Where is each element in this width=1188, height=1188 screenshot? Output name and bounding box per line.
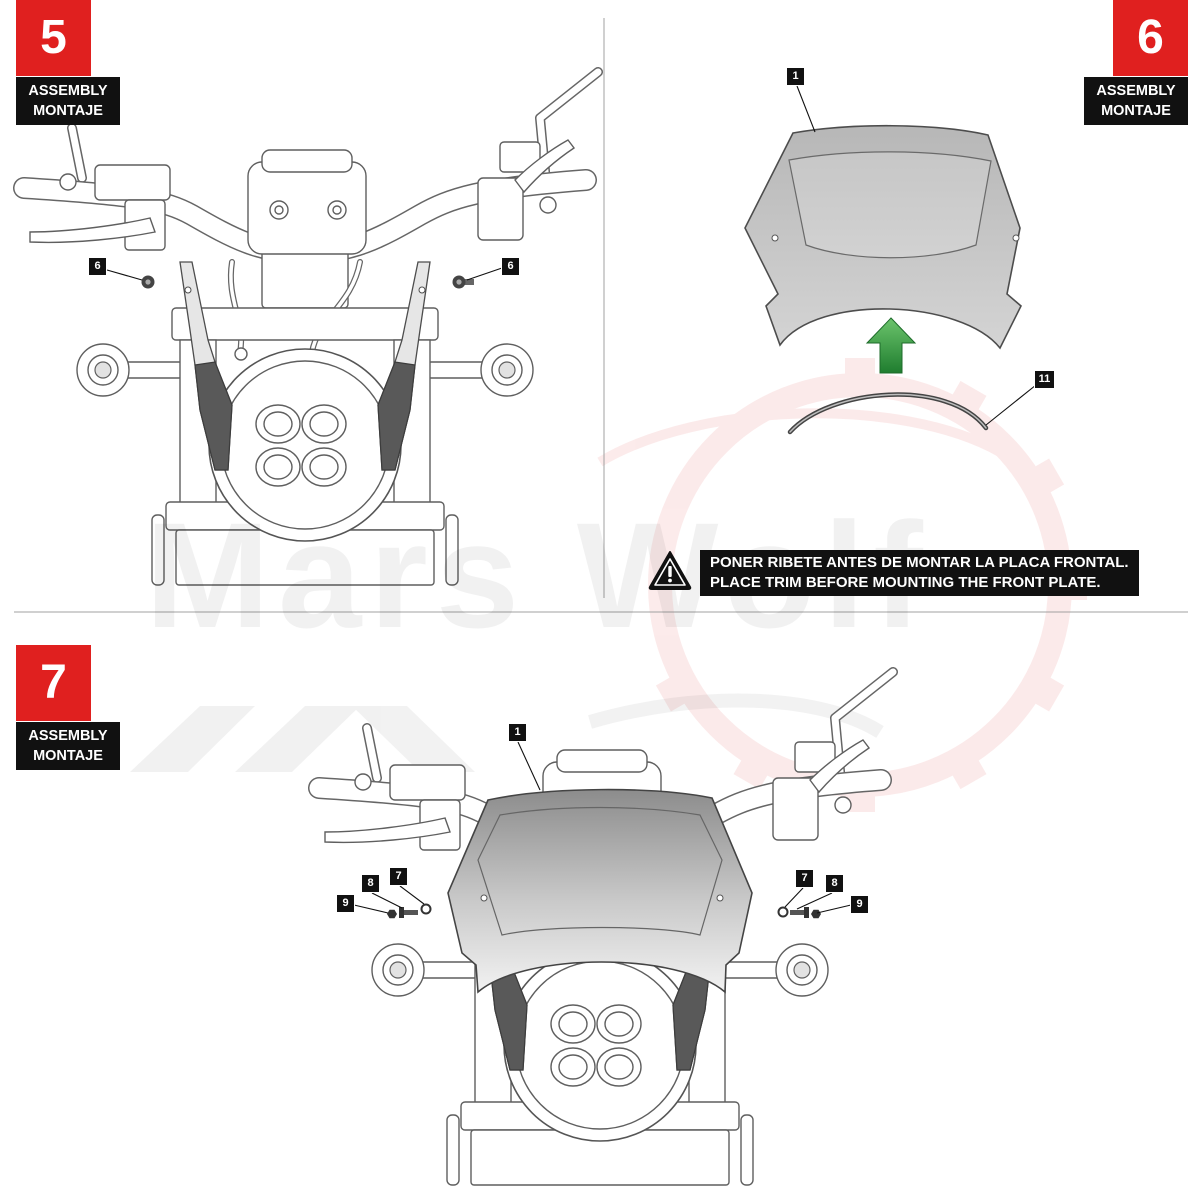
step7-hardware-left xyxy=(387,903,432,919)
callout-step7-right-nut: 9 xyxy=(851,896,868,913)
step5-leaders xyxy=(106,267,503,281)
step-7-number: 7 xyxy=(16,645,91,721)
callout-step7-left-washer: 7 xyxy=(390,868,407,885)
callout-step7-left-nut: 9 xyxy=(337,895,354,912)
step-7-label-en: ASSEMBLY xyxy=(28,728,108,744)
side-brackets xyxy=(179,261,431,471)
step-7-label: ASSEMBLY MONTAJE xyxy=(16,722,120,770)
step7-leaders xyxy=(353,741,852,914)
callout-step6-trim: 11 xyxy=(1035,371,1054,388)
callout-step5-part-left: 6 xyxy=(89,258,106,275)
step6-leaders xyxy=(796,85,1037,426)
step5-motorcycle-front xyxy=(13,67,603,586)
upper-fork-clamp xyxy=(171,307,439,341)
callout-step7-right-screw: 8 xyxy=(826,875,843,892)
headlight xyxy=(208,347,402,542)
turn-signals xyxy=(76,343,534,397)
warning-text-en: PLACE TRIM BEFORE MOUNTING THE FRONT PLA… xyxy=(710,574,1101,591)
callout-step7-right-washer: 7 xyxy=(796,870,813,887)
green-up-arrow xyxy=(865,317,917,374)
warning-text-es: PONER RIBETE ANTES DE MONTAR LA PLACA FR… xyxy=(710,554,1129,571)
callout-step7-left-screw: 8 xyxy=(362,875,379,892)
step-5-label: ASSEMBLY MONTAJE xyxy=(16,77,120,125)
warning-icon xyxy=(648,551,692,590)
step-6-number: 6 xyxy=(1113,0,1188,76)
callout-step7-windshield: 1 xyxy=(509,724,526,741)
step-6-label: ASSEMBLY MONTAJE xyxy=(1084,77,1188,125)
step-7-label-es: MONTAJE xyxy=(33,748,103,764)
step7-windshield xyxy=(447,788,753,994)
dashboard xyxy=(247,149,367,309)
callout-step5-part-right: 6 xyxy=(502,258,519,275)
step6-windshield xyxy=(744,124,1022,350)
callout-step6-windshield: 1 xyxy=(787,68,804,85)
right-hand-controls xyxy=(477,139,576,241)
step5-nut-right xyxy=(452,275,474,289)
warning-note: PONER RIBETE ANTES DE MONTAR LA PLACA FR… xyxy=(700,550,1139,596)
step5-nut-left xyxy=(141,275,155,289)
step-5-number: 5 xyxy=(16,0,91,76)
left-hand-controls xyxy=(29,164,171,251)
step-5-label-en: ASSEMBLY xyxy=(28,83,108,99)
step7-hardware-right xyxy=(777,906,821,919)
step-6-label-es: MONTAJE xyxy=(1101,103,1171,119)
watermark-swooshes xyxy=(130,693,884,772)
step-6-label-en: ASSEMBLY xyxy=(1096,83,1176,99)
edge-trim xyxy=(787,392,989,435)
step-5-label-es: MONTAJE xyxy=(33,103,103,119)
